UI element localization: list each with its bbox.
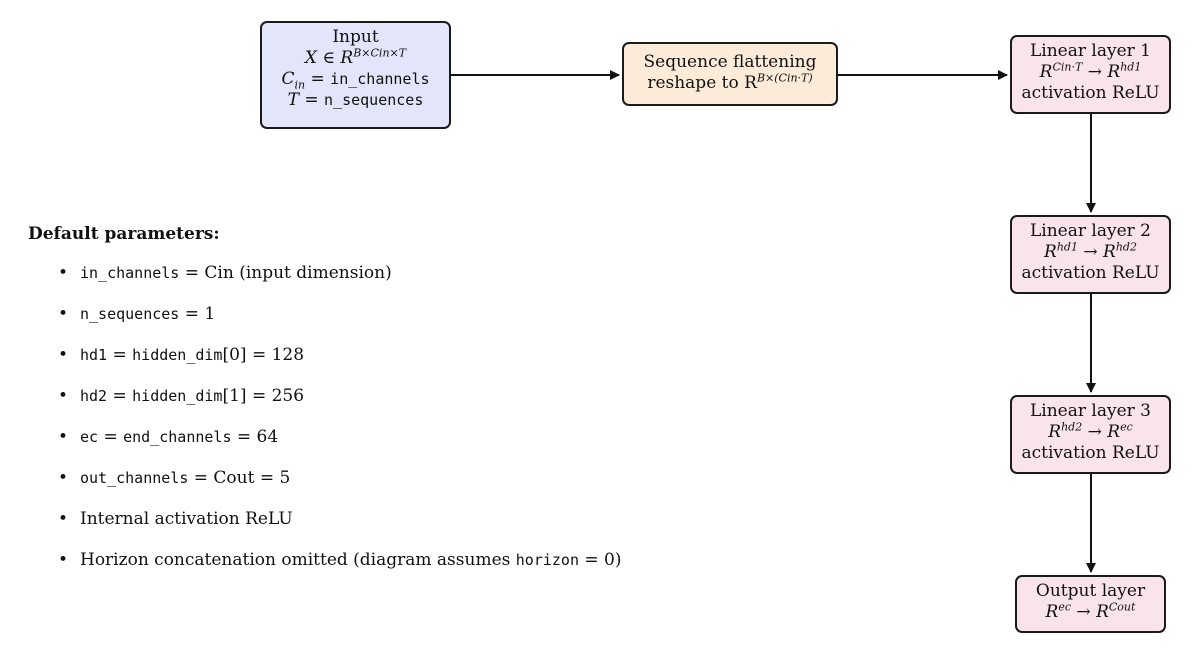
param-text2: [1] = 256 — [222, 386, 305, 406]
linear3-to-dim: ec — [1120, 420, 1133, 434]
output-to: → R — [1071, 602, 1109, 622]
flatten-node-title: Sequence flattening — [643, 52, 817, 72]
output-title: Output layer — [1035, 581, 1146, 601]
param-text2: = 64 — [231, 427, 279, 447]
linear3-mapping: Rhd2 → Rec — [1012, 420, 1169, 443]
param-text: = — [107, 386, 133, 406]
param-text: = Cout = 5 — [188, 468, 291, 488]
linear1-from: R — [1039, 62, 1053, 82]
output-from: R — [1045, 602, 1059, 622]
input-tensor-base: X ∈ R — [304, 48, 354, 68]
param-item: hd2 = hidden_dim[1] = 256 — [28, 383, 621, 410]
input-node-title: Input — [332, 27, 379, 47]
t-code: n_sequences — [324, 91, 424, 109]
linear1-title: Linear layer 1 — [1030, 41, 1151, 61]
param-text: = 1 — [179, 304, 216, 324]
params-title: Default parameters: — [28, 224, 220, 244]
param-item: out_channels = Cout = 5 — [28, 465, 621, 492]
linear3-node: Linear layer 3 Rhd2 → Rec activation ReL… — [1010, 395, 1171, 474]
param-item: Horizon concatenation omitted (diagram a… — [28, 547, 621, 574]
cin-eq: = — [305, 69, 331, 89]
param-text2: = 0) — [578, 550, 622, 570]
linear2-to: → R — [1077, 242, 1116, 262]
param-item: Internal activation ReLU — [28, 506, 621, 533]
param-code: out_channels — [80, 469, 189, 487]
param-code2: end_channels — [123, 428, 232, 446]
output-node: Output layer Rec → RCout — [1015, 575, 1166, 633]
linear2-mapping: Rhd1 → Rhd2 — [1012, 240, 1169, 263]
linear1-mapping: RCin·T → Rhd1 — [1012, 60, 1169, 83]
param-code2: hidden_dim — [132, 346, 223, 364]
param-text: = — [98, 427, 124, 447]
input-node-cin: Cin = in_channels — [262, 69, 449, 90]
param-text2: [0] = 128 — [222, 345, 305, 365]
linear2-to-dim: hd2 — [1115, 240, 1137, 254]
linear2-activation: activation ReLU — [1021, 263, 1160, 283]
linear1-node: Linear layer 1 RCin·T → Rhd1 activation … — [1010, 35, 1171, 114]
params-list: in_channels = Cin (input dimension) n_seq… — [28, 260, 621, 574]
linear1-to: → R — [1082, 62, 1121, 82]
linear3-from: R — [1048, 422, 1062, 442]
input-node-tensor: X ∈ RB×Cin×T — [262, 46, 449, 69]
cin-code: in_channels — [330, 70, 430, 88]
flatten-node: Sequence flattening reshape to RB×(Cin·T… — [622, 42, 838, 106]
param-item: n_sequences = 1 — [28, 301, 621, 328]
input-node: Input X ∈ RB×Cin×T Cin = in_channels T =… — [260, 21, 451, 129]
linear1-to-dim: hd1 — [1120, 60, 1142, 74]
linear2-title: Linear layer 2 — [1030, 221, 1151, 241]
output-from-dim: ec — [1058, 600, 1072, 614]
param-code: ec — [80, 428, 99, 446]
linear2-from-dim: hd1 — [1056, 240, 1078, 254]
linear3-title: Linear layer 3 — [1030, 401, 1151, 421]
param-item: hd1 = hidden_dim[0] = 128 — [28, 342, 621, 369]
cin-sub: in — [294, 78, 306, 92]
reshape-text: reshape to R — [647, 73, 757, 93]
param-text: Internal activation ReLU — [80, 509, 293, 529]
param-text: Horizon concatenation omitted (diagram a… — [80, 550, 516, 570]
param-code: hd2 — [80, 387, 108, 405]
flatten-node-reshape: reshape to RB×(Cin·T) — [624, 71, 836, 94]
param-item: ec = end_channels = 64 — [28, 424, 621, 451]
t-var: T — [287, 90, 299, 110]
param-code: in_channels — [80, 264, 180, 282]
param-text: = — [107, 345, 133, 365]
t-eq: = — [298, 90, 325, 110]
param-code: hd1 — [80, 346, 108, 364]
linear1-from-dim: Cin·T — [1052, 60, 1083, 74]
default-parameters: Default parameters: in_channels = Cin (i… — [28, 222, 621, 588]
param-item: in_channels = Cin (input dimension) — [28, 260, 621, 287]
param-code2: hidden_dim — [132, 387, 223, 405]
param-text: = Cin (input dimension) — [179, 263, 392, 283]
linear3-from-dim: hd2 — [1061, 420, 1083, 434]
param-code2: horizon — [515, 551, 579, 569]
reshape-shape: B×(Cin·T) — [756, 71, 813, 85]
linear1-activation: activation ReLU — [1021, 83, 1160, 103]
output-mapping: Rec → RCout — [1017, 600, 1164, 623]
cin-var: C — [281, 69, 295, 89]
input-node-t: T = n_sequences — [262, 90, 449, 111]
input-tensor-shape: B×Cin×T — [353, 46, 407, 60]
linear3-activation: activation ReLU — [1021, 443, 1160, 463]
param-code: n_sequences — [80, 305, 180, 323]
linear3-to: → R — [1082, 422, 1121, 442]
linear2-node: Linear layer 2 Rhd1 → Rhd2 activation Re… — [1010, 215, 1171, 294]
output-to-dim: Cout — [1108, 600, 1136, 614]
linear2-from: R — [1044, 242, 1057, 262]
